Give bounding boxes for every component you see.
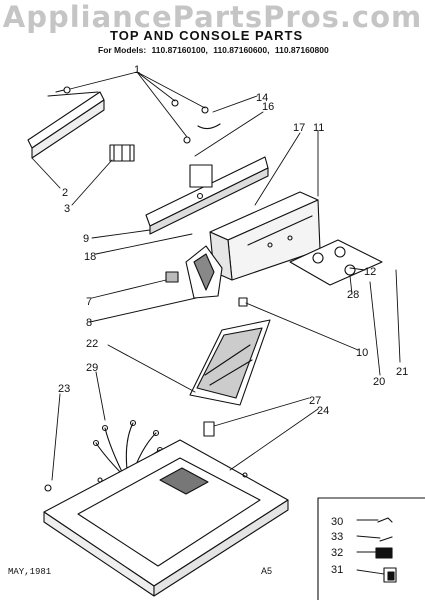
part-lint-panel bbox=[189, 319, 271, 406]
callout-3: 3 bbox=[64, 203, 70, 215]
diagram-date: MAY,1981 bbox=[8, 567, 52, 577]
callout-18: 18 bbox=[84, 251, 96, 263]
diagram-title: TOP AND CONSOLE PARTS bbox=[110, 28, 304, 43]
model-list: For Models: 110.87160100, 110.87160600, … bbox=[98, 45, 332, 55]
callout-32: 32 bbox=[331, 547, 343, 559]
models-prefix: For Models: bbox=[98, 45, 147, 55]
part-small-clip bbox=[203, 421, 215, 437]
callout-23: 23 bbox=[58, 383, 70, 395]
part-end-cap bbox=[165, 245, 223, 299]
callout-16: 16 bbox=[262, 101, 274, 113]
part-console-housing bbox=[209, 191, 321, 281]
part-clip bbox=[109, 144, 135, 162]
leader-lines bbox=[31, 71, 401, 575]
callout-8: 8 bbox=[86, 317, 92, 329]
model-number: 110.87160100, bbox=[151, 45, 208, 55]
callout-30: 30 bbox=[331, 516, 343, 528]
callout-33: 33 bbox=[331, 531, 343, 543]
part-rear-strip bbox=[27, 91, 105, 159]
callout-17: 17 bbox=[293, 122, 305, 134]
callout-24: 24 bbox=[317, 405, 329, 417]
callout-14: 14 bbox=[256, 92, 268, 104]
callout-20: 20 bbox=[373, 376, 385, 388]
callout-10: 10 bbox=[356, 347, 368, 359]
callout-labels: 1 2 3 7 8 9 10 11 12 14 16 17 18 20 21 2… bbox=[58, 64, 408, 576]
callout-7: 7 bbox=[86, 296, 92, 308]
callout-12: 12 bbox=[364, 266, 376, 278]
callout-27: 27 bbox=[309, 395, 321, 407]
callout-2: 2 bbox=[62, 187, 68, 199]
callout-21: 21 bbox=[396, 366, 408, 378]
model-number: 110.87160800 bbox=[274, 45, 329, 55]
diagram-code: A5 bbox=[261, 566, 273, 576]
callout-9: 9 bbox=[83, 233, 89, 245]
callout-29: 29 bbox=[86, 362, 98, 374]
part-dryer-top bbox=[43, 439, 289, 597]
inset-box bbox=[317, 497, 425, 600]
part-screws bbox=[55, 86, 221, 144]
callout-22: 22 bbox=[86, 338, 98, 350]
model-number: 110.87160600, bbox=[213, 45, 270, 55]
callout-31: 31 bbox=[331, 564, 343, 576]
part-control-plate bbox=[289, 239, 383, 286]
part-bracket-bar bbox=[145, 156, 269, 235]
callout-11: 11 bbox=[313, 122, 324, 134]
part-knob bbox=[238, 297, 248, 307]
callout-1: 1 bbox=[134, 64, 140, 76]
watermark: AppliancePartsPros.com bbox=[2, 0, 423, 34]
callout-28: 28 bbox=[347, 289, 359, 301]
